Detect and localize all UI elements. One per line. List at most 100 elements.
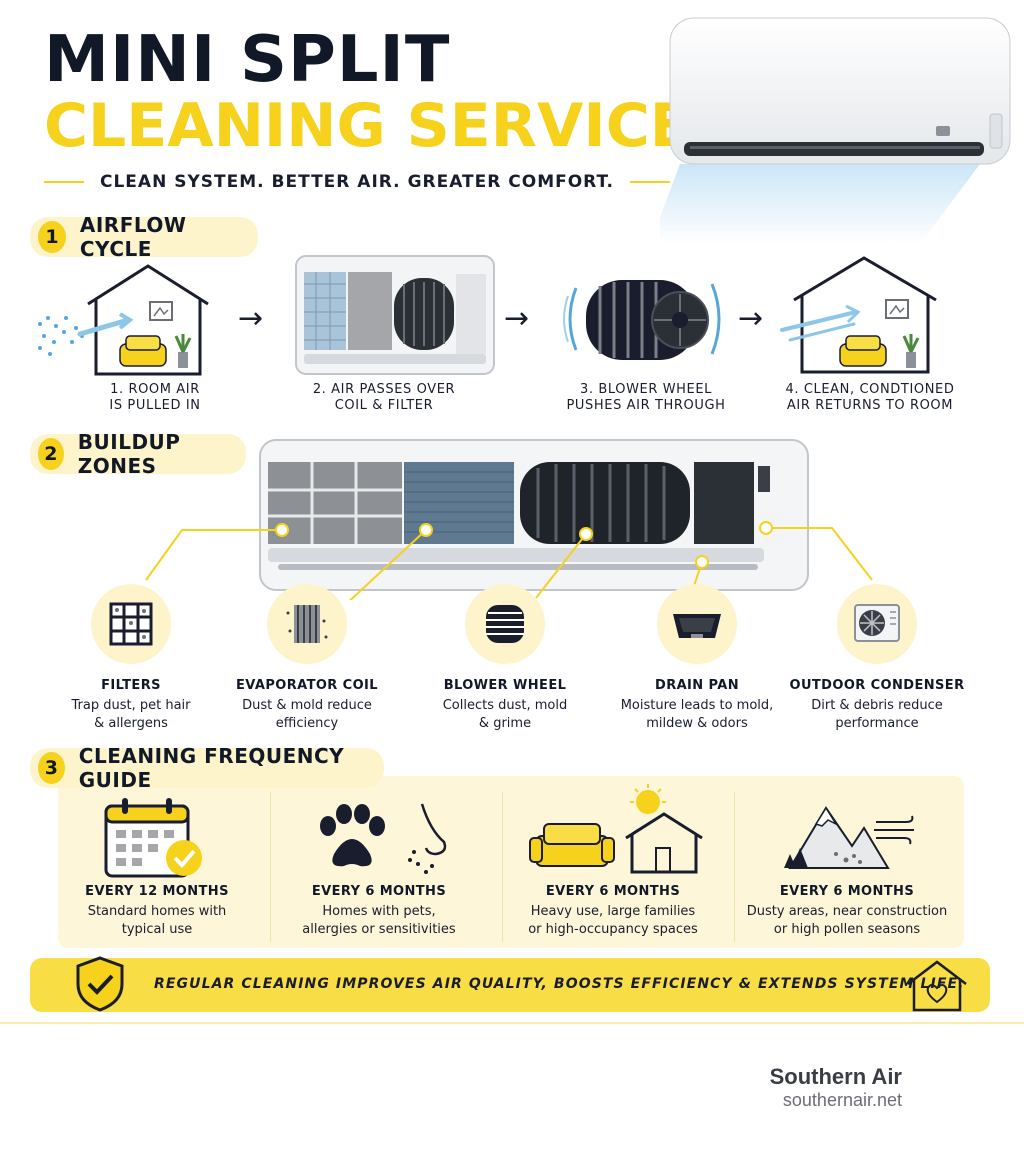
divider: [270, 792, 271, 942]
section-buildup-zones: 2 BUILDUP ZONES: [30, 430, 246, 478]
caption-line: 4. CLEAN, CONDTIONED: [785, 382, 955, 397]
zone-title: OUTDOOR CONDENSER: [789, 678, 965, 693]
frequency-title: EVERY 6 MONTHS: [545, 884, 681, 899]
zone-desc-line: efficiency: [275, 716, 339, 731]
clean-air-house-icon: [780, 256, 937, 374]
zone-desc-line: Collects dust, mold: [442, 698, 568, 713]
tagline-rule-left: [44, 181, 84, 183]
room-air-house-icon: [38, 264, 209, 376]
drain-pan-icon: [673, 614, 721, 638]
tagline-text: CLEAN SYSTEM. BETTER AIR. GREATER COMFOR…: [100, 172, 614, 192]
caption-line: 3. BLOWER WHEEL: [580, 382, 712, 397]
coil-filter-cutaway-icon: [295, 255, 495, 375]
frequency-item-pets: EVERY 6 MONTHS Homes with pets, allergie…: [266, 884, 492, 939]
zone-desc-line: Moisture leads to mold,: [620, 698, 774, 713]
arrow-right-icon: →: [238, 301, 264, 336]
section-airflow-cycle: 1 AIRFLOW CYCLE: [30, 213, 258, 261]
condenser-icon: [854, 604, 900, 642]
frequency-description: Heavy use, large families or high-occupa…: [500, 903, 726, 939]
zone-title: DRAIN PAN: [655, 678, 739, 693]
coil-icon: [286, 605, 328, 643]
airflow-step-3-caption: 3. BLOWER WHEEL PUSHES AIR THROUGH: [548, 382, 744, 414]
frequency-desc-line: Heavy use, large families: [530, 904, 696, 919]
zone-desc-line: Dirt & debris reduce: [811, 698, 943, 713]
house-heart-icon: [907, 960, 967, 1012]
airflow-step-4-caption: 4. CLEAN, CONDTIONED AIR RETURNS TO ROOM: [770, 382, 970, 414]
zone-description: Collects dust, mold & grime: [410, 697, 600, 733]
page-title: MINI SPLIT: [44, 23, 451, 97]
paw-nose-icon: [320, 803, 447, 874]
blower-wheel-icon: [563, 280, 721, 360]
brand-name: Southern Air: [769, 1064, 902, 1089]
zone-description: Dust & mold reduce efficiency: [212, 697, 402, 733]
zone-drain-pan: DRAIN PAN Moisture leads to mold, mildew…: [602, 584, 792, 733]
zone-icon-circle: [91, 584, 171, 664]
arrow-right-icon: →: [738, 301, 764, 336]
caption-line: AIR RETURNS TO ROOM: [786, 398, 954, 413]
frequency-title: EVERY 12 MONTHS: [85, 884, 229, 899]
caption-line: PUSHES AIR THROUGH: [566, 398, 726, 413]
caption-line: COIL & FILTER: [334, 398, 434, 413]
zone-description: Dirt & debris reduce performance: [782, 697, 972, 733]
zone-title: FILTERS: [101, 678, 161, 693]
arrow-right-icon: →: [504, 301, 530, 336]
tagline: CLEAN SYSTEM. BETTER AIR. GREATER COMFOR…: [44, 172, 670, 192]
shield-check-icon: [76, 956, 124, 1012]
zone-filters: FILTERS Trap dust, pet hair & allergens: [36, 584, 226, 733]
zone-desc-line: Trap dust, pet hair: [71, 698, 191, 713]
section-number: 3: [38, 752, 65, 784]
zone-desc-line: Dust & mold reduce: [242, 698, 372, 713]
zone-blower-wheel: BLOWER WHEEL Collects dust, mold & grime: [410, 584, 600, 733]
benefits-banner: REGULAR CLEANING IMPROVES AIR QUALITY, B…: [30, 956, 990, 1012]
zone-title: EVAPORATOR COIL: [236, 678, 378, 693]
mini-split-cutaway-illustration: [259, 439, 809, 591]
caption-line: 1. ROOM AIR: [110, 382, 200, 397]
frequency-title: EVERY 6 MONTHS: [779, 884, 915, 899]
brand-url: southernair.net: [782, 1090, 902, 1110]
frequency-description: Homes with pets, allergies or sensitivit…: [266, 903, 492, 939]
zone-title: BLOWER WHEEL: [443, 678, 567, 693]
frequency-description: Dusty areas, near construction or high p…: [734, 903, 960, 939]
zone-icon-circle: [267, 584, 347, 664]
divider: [502, 792, 503, 942]
zone-icon-circle: [657, 584, 737, 664]
section-title: AIRFLOW CYCLE: [79, 213, 187, 261]
zone-evaporator-coil: EVAPORATOR COIL Dust & mold reduce effic…: [212, 584, 402, 733]
frequency-desc-line: Homes with pets,: [322, 904, 436, 919]
section-number: 2: [38, 438, 64, 470]
calendar-check-icon: [104, 798, 202, 878]
zone-icon-circle: [837, 584, 917, 664]
zone-desc-line: & allergens: [94, 716, 168, 731]
airflow-step-2-caption: 2. AIR PASSES OVER COIL & FILTER: [286, 382, 482, 414]
frequency-desc-line: allergies or sensitivities: [302, 922, 456, 937]
frequency-desc-line: or high pollen seasons: [773, 922, 921, 937]
brand-block: Southern Air southernair.net: [770, 1064, 902, 1111]
section-cleaning-frequency: 3 CLEANING FREQUENCY GUIDE: [30, 744, 384, 792]
zone-outdoor-condenser: OUTDOOR CONDENSER Dirt & debris reduce p…: [782, 584, 972, 733]
frequency-desc-line: Standard homes with: [87, 904, 227, 919]
zone-desc-line: mildew & odors: [646, 716, 748, 731]
zone-desc-line: & grime: [478, 716, 532, 731]
zone-description: Moisture leads to mold, mildew & odors: [602, 697, 792, 733]
zone-desc-line: performance: [835, 716, 919, 731]
filter-grid-icon: [109, 602, 153, 646]
airflow-step-1-caption: 1. ROOM AIR IS PULLED IN: [60, 382, 250, 414]
frequency-description: Standard homes with typical use: [44, 903, 270, 939]
frequency-desc-line: Dusty areas, near construction: [746, 904, 948, 919]
frequency-item-12-months: EVERY 12 MONTHS Standard homes with typi…: [44, 884, 270, 939]
frequency-desc-line: or high-occupancy spaces: [528, 922, 698, 937]
zone-icon-circle: [465, 584, 545, 664]
frequency-title: EVERY 6 MONTHS: [311, 884, 447, 899]
mountains-wind-icon: [784, 806, 914, 869]
section-number: 1: [38, 221, 66, 253]
mini-split-unit-illustration: [660, 17, 1011, 244]
tagline-rule-right: [629, 181, 670, 183]
section-title: CLEANING FREQUENCY GUIDE: [78, 744, 345, 792]
caption-line: IS PULLED IN: [109, 398, 201, 413]
frequency-item-heavy-use: EVERY 6 MONTHS Heavy use, large families…: [500, 884, 726, 939]
frequency-desc-line: typical use: [121, 922, 193, 937]
frequency-item-dusty-areas: EVERY 6 MONTHS Dusty areas, near constru…: [734, 884, 960, 939]
caption-line: 2. AIR PASSES OVER: [312, 382, 456, 397]
section-title: BUILDUP ZONES: [77, 430, 181, 478]
bottom-rule: [0, 1022, 1024, 1024]
